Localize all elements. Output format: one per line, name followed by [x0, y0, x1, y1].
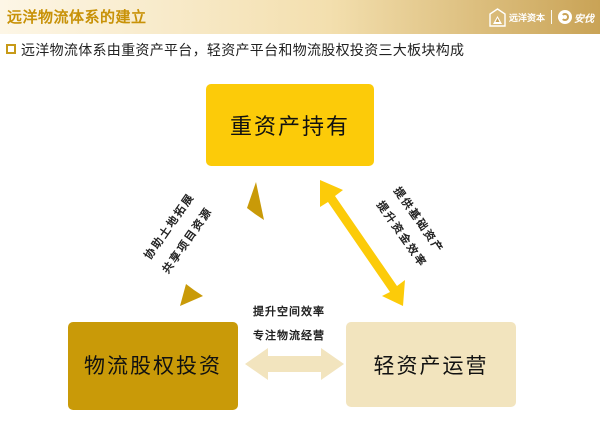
bottom-edge-label-1: 提升空间效率: [253, 305, 325, 318]
left-double-arrow: [180, 182, 264, 306]
bullet-square-icon: [6, 44, 16, 54]
header-bar: 远洋物流体系的建立 远洋资本 安伐: [0, 0, 600, 34]
partner-logo-icon: [558, 10, 572, 24]
subtitle-text: 远洋物流体系由重资产平台，轻资产平台和物流股权投资三大板块构成: [21, 43, 465, 59]
bottom-double-arrow: [245, 348, 344, 380]
bottom-edge-label-2: 专注物流经营: [253, 329, 325, 342]
partner-area: 安伐: [558, 10, 594, 25]
brand-area: 远洋资本 安伐: [489, 6, 594, 28]
brand-logo-icon: [489, 7, 506, 27]
page-title: 远洋物流体系的建立: [7, 8, 147, 26]
node-equity-investment: 物流股权投资: [68, 322, 238, 410]
partner-name: 安伐: [574, 13, 594, 25]
node-light-asset: 轻资产运营: [346, 322, 516, 407]
node-heavy-asset: 重资产持有: [206, 84, 374, 166]
brand-divider: [551, 10, 552, 24]
right-double-arrow: [320, 180, 405, 306]
brand-name: 远洋资本: [508, 13, 545, 24]
